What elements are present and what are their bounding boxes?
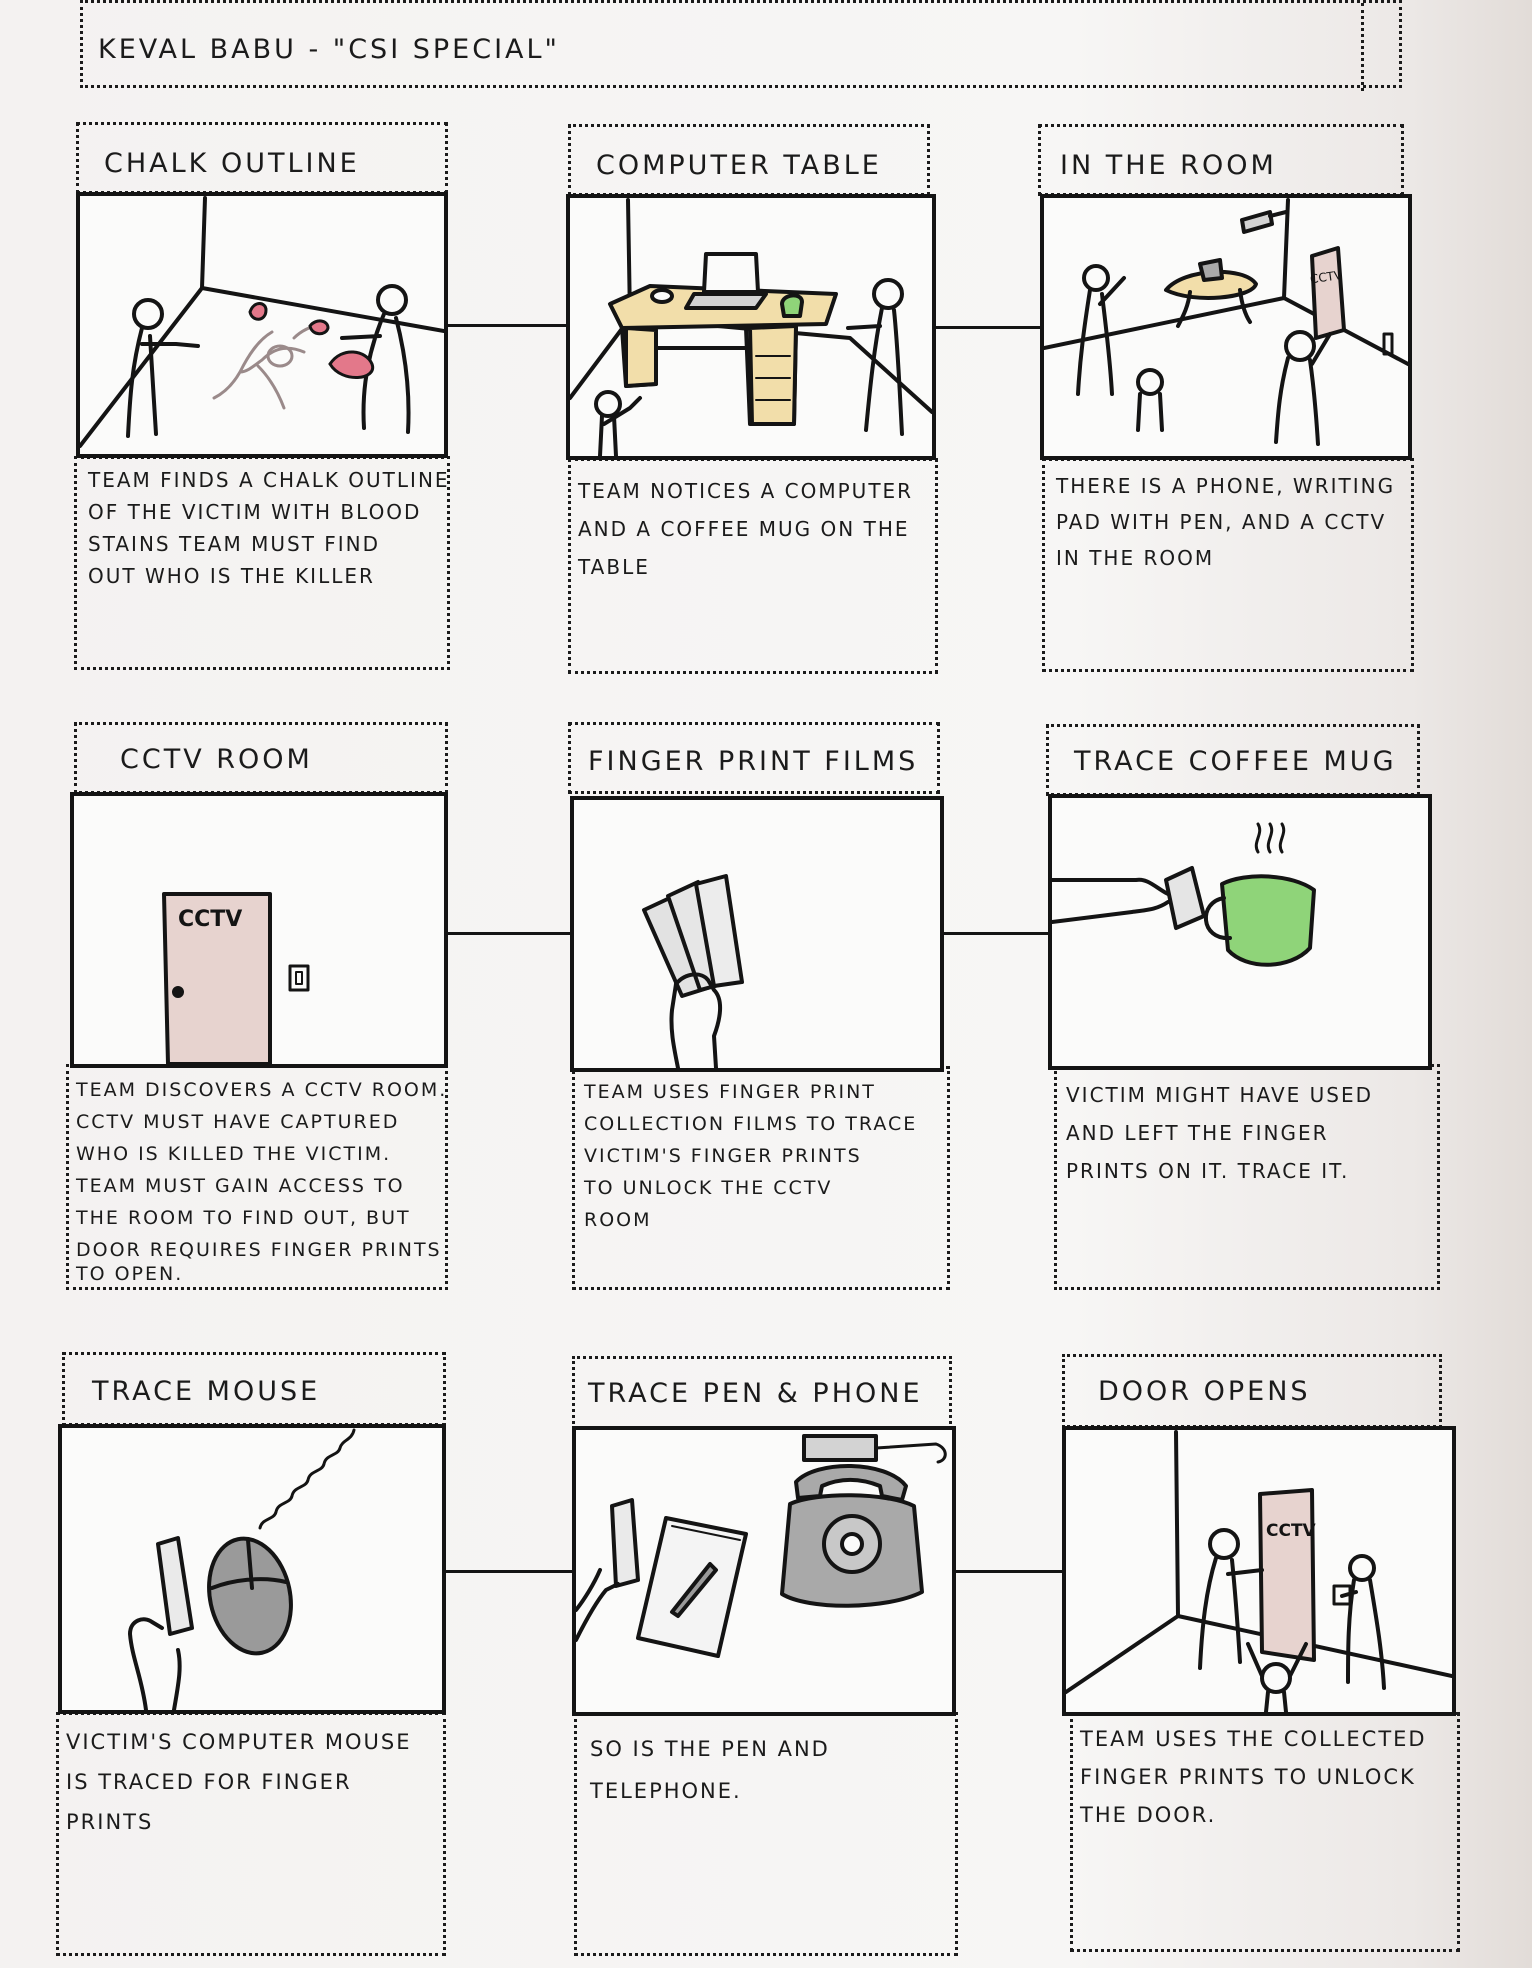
panel-6-frame: [1048, 794, 1432, 1070]
caption-line: WHO IS KILLED THE VICTIM.: [76, 1143, 392, 1165]
caption-line: ROOM: [584, 1209, 652, 1231]
caption-line: TELEPHONE.: [590, 1779, 742, 1803]
cctv-door-label-2: CCTV: [1266, 1521, 1317, 1541]
caption-line: SO IS THE PEN AND: [590, 1737, 830, 1761]
finger-print-films-sketch: [642, 874, 744, 1068]
caption-line: THE DOOR.: [1080, 1803, 1217, 1827]
panel-1-title: CHALK OUTLINE: [104, 148, 360, 179]
panel-8-frame: [572, 1426, 956, 1716]
panel-6-title: TRACE COFFEE MUG: [1074, 746, 1397, 777]
panel-8-title: TRACE PEN & PHONE: [588, 1378, 923, 1409]
caption-line: OF THE VICTIM WITH BLOOD: [88, 500, 422, 524]
panel-9-title: DOOR OPENS: [1098, 1376, 1311, 1407]
panel-2-frame: [566, 194, 936, 460]
panel-2-caption: TEAM NOTICES A COMPUTER AND A COFFEE MUG…: [578, 472, 913, 586]
connector-8-9: [956, 1570, 1064, 1573]
caption-line: TABLE: [578, 555, 650, 579]
in-the-room-sketch: CCTV: [1044, 198, 1408, 446]
panel-5-caption: TEAM USES FINGER PRINT COLLECTION FILMS …: [584, 1076, 917, 1236]
trace-mouse-sketch: [128, 1428, 356, 1710]
panel-9-caption: TEAM USES THE COLLECTED FINGER PRINTS TO…: [1080, 1720, 1427, 1834]
caption-line: OUT WHO IS THE KILLER: [88, 564, 375, 588]
panel-4-title: CCTV ROOM: [120, 744, 313, 775]
cctv-label: CCTV: [1309, 268, 1344, 286]
panel-3-title: IN THE ROOM: [1060, 150, 1277, 181]
panel-5-title: FINGER PRINT FILMS: [588, 746, 919, 777]
panel-7-title: TRACE MOUSE: [92, 1376, 321, 1407]
panel-1-caption: TEAM FINDS A CHALK OUTLINE OF THE VICTIM…: [88, 464, 450, 592]
connector-2-3: [936, 326, 1042, 329]
caption-line: CCTV MUST HAVE CAPTURED: [76, 1111, 400, 1133]
caption-line: VICTIM'S COMPUTER MOUSE: [66, 1730, 412, 1754]
caption-line: COLLECTION FILMS TO TRACE: [584, 1113, 918, 1135]
caption-line: DOOR REQUIRES FINGER PRINTS: [76, 1239, 442, 1261]
header-divider: [1361, 3, 1364, 91]
panel-2-title: COMPUTER TABLE: [596, 150, 882, 181]
caption-line: FINGER PRINTS TO UNLOCK: [1080, 1765, 1416, 1789]
panel-9-frame: CCTV: [1062, 1426, 1456, 1716]
door-opens-sketch: CCTV: [1066, 1430, 1452, 1712]
caption-line: TO OPEN.: [76, 1263, 184, 1285]
storyboard-title: KEVAL BABU - "CSI SPECIAL": [98, 34, 560, 65]
cctv-door-label: CCTV: [178, 907, 242, 932]
panel-4-caption: TEAM DISCOVERS A CCTV ROOM. CCTV MUST HA…: [76, 1074, 448, 1285]
panel-3-caption: THERE IS A PHONE, WRITING PAD WITH PEN, …: [1056, 468, 1395, 576]
panel-4-frame: CCTV: [70, 792, 448, 1068]
connector-1-2: [448, 324, 566, 327]
caption-line: TEAM USES FINGER PRINT: [584, 1081, 876, 1103]
caption-line: TEAM DISCOVERS A CCTV ROOM.: [76, 1079, 448, 1101]
panel-5-frame: [570, 796, 944, 1072]
caption-line: TEAM USES THE COLLECTED: [1080, 1727, 1427, 1751]
caption-line: IS TRACED FOR FINGER: [66, 1770, 352, 1794]
trace-pen-phone-sketch: [576, 1434, 947, 1658]
caption-line: THE ROOM TO FIND OUT, BUT: [76, 1207, 411, 1229]
caption-line: PRINTS ON IT. TRACE IT.: [1066, 1159, 1350, 1183]
caption-line: VICTIM'S FINGER PRINTS: [584, 1145, 862, 1167]
caption-line: TEAM FINDS A CHALK OUTLINE: [88, 468, 450, 492]
caption-line: STAINS TEAM MUST FIND: [88, 532, 381, 556]
cctv-room-sketch: CCTV: [162, 892, 310, 1064]
trace-coffee-mug-sketch: [1052, 822, 1316, 967]
panel-1-frame: [76, 192, 448, 458]
caption-line: THERE IS A PHONE, WRITING: [1056, 474, 1396, 498]
panel-5-title-box: [568, 722, 940, 794]
header-box: [80, 0, 1402, 91]
caption-line: IN THE ROOM: [1056, 546, 1215, 570]
panel-7-caption: VICTIM'S COMPUTER MOUSE IS TRACED FOR FI…: [66, 1722, 411, 1842]
connector-7-8: [446, 1570, 572, 1573]
computer-table-sketch: [570, 198, 932, 456]
panel-7-frame: [58, 1424, 446, 1714]
panel-6-caption: VICTIM MIGHT HAVE USED AND LEFT THE FING…: [1066, 1076, 1373, 1190]
connector-5-6: [944, 932, 1048, 935]
panel-8-caption: SO IS THE PEN AND TELEPHONE.: [590, 1728, 830, 1812]
caption-line: PAD WITH PEN, AND A CCTV: [1056, 510, 1387, 534]
caption-line: TO UNLOCK THE CCTV: [584, 1177, 833, 1199]
caption-line: TEAM NOTICES A COMPUTER: [578, 479, 914, 503]
panel-3-frame: CCTV: [1040, 194, 1412, 460]
caption-line: AND A COFFEE MUG ON THE: [578, 517, 910, 541]
caption-line: VICTIM MIGHT HAVE USED: [1066, 1083, 1374, 1107]
chalk-outline-sketch: [80, 196, 444, 448]
caption-line: TEAM MUST GAIN ACCESS TO: [76, 1175, 405, 1197]
caption-line: AND LEFT THE FINGER: [1066, 1121, 1329, 1145]
connector-4-5: [448, 932, 570, 935]
caption-line: PRINTS: [66, 1810, 154, 1834]
